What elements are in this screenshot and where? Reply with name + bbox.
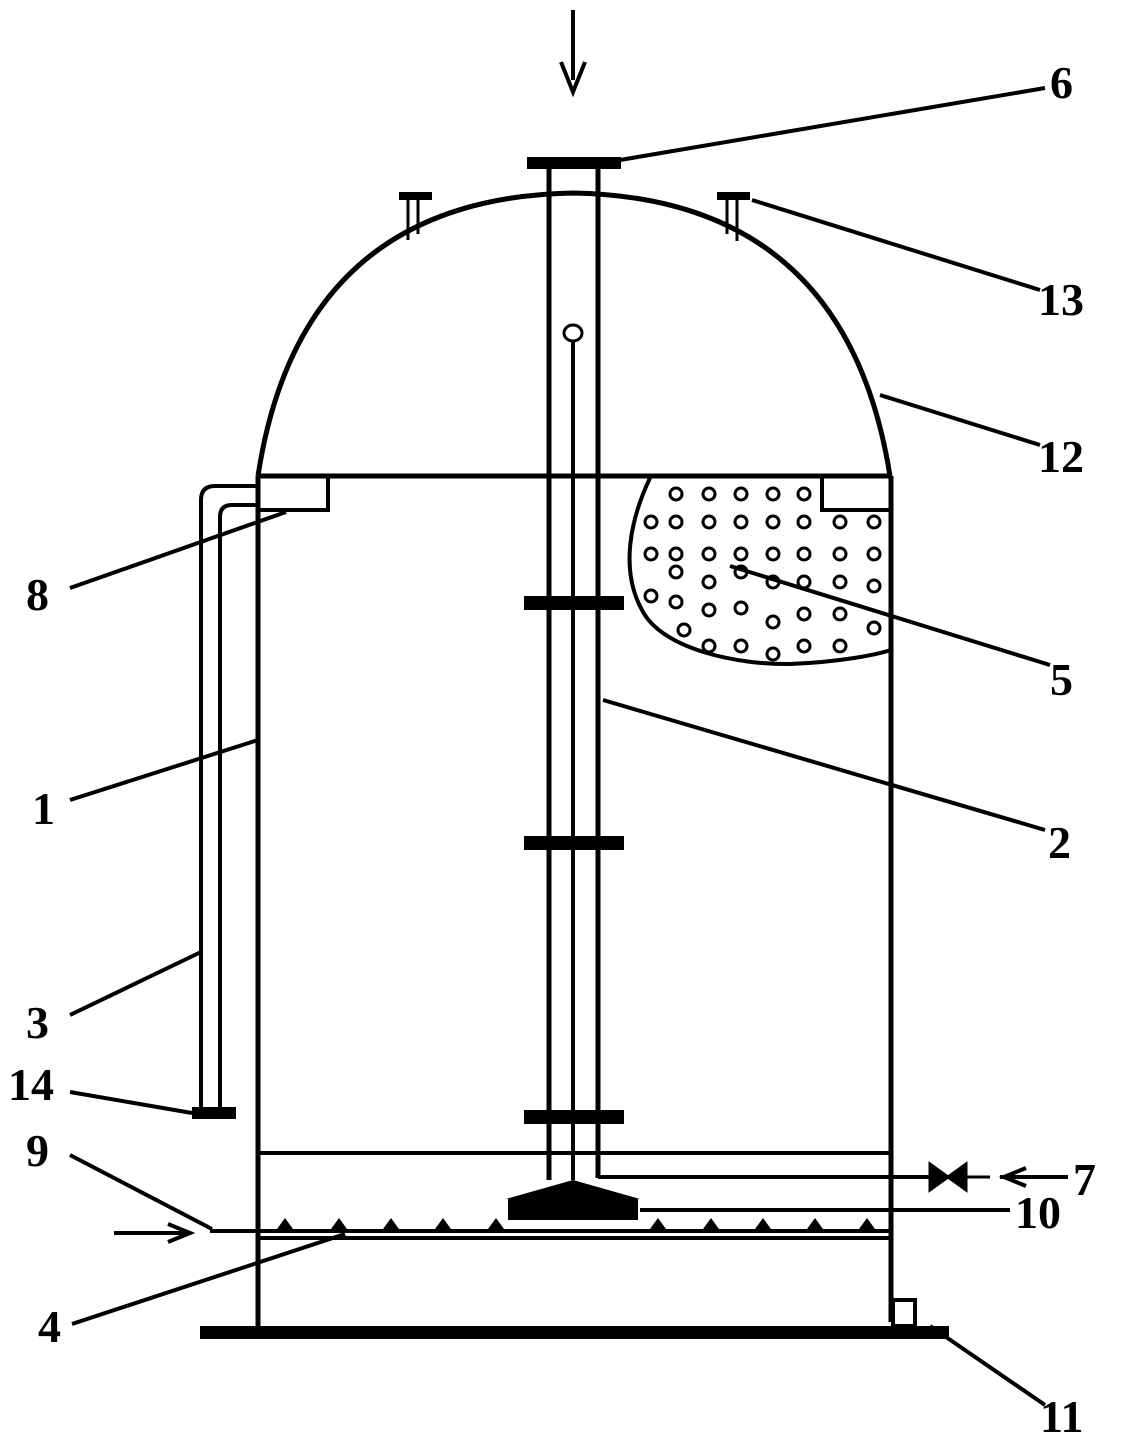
label-2: 2 [1048,817,1071,868]
label-12: 12 [1038,431,1084,482]
base-plate [200,1326,949,1339]
label-10: 10 [1015,1187,1061,1238]
inlet-flange [527,157,621,169]
label-8: 8 [26,569,49,620]
distributor [506,1180,640,1220]
label-11: 11 [1040,1391,1083,1442]
label-7: 7 [1073,1154,1096,1205]
bottom-chamber [258,1151,930,1240]
rod-spacers [524,596,624,1124]
drain-port [891,1298,917,1328]
air-inlet-arrow [114,1222,196,1244]
feed-valve [928,1161,990,1193]
label-5: 5 [1050,654,1073,705]
packing-zone [627,477,892,667]
label-6: 6 [1050,57,1073,108]
feed-arrow [998,1166,1068,1188]
diffuser-teeth [277,1218,875,1229]
label-9: 9 [26,1125,49,1176]
dome-head [255,190,893,477]
label-13: 13 [1038,274,1084,325]
packing-holes [643,486,882,662]
label-3: 3 [26,997,49,1048]
leader-lines [69,86,1051,1407]
label-1: 1 [32,783,55,834]
outlet-foot [192,1107,236,1119]
overflow-weir [258,478,891,512]
central-tube [546,168,601,1180]
top-inlet-arrow [559,10,587,98]
inner-rod [562,323,584,1180]
dome-nozzles [399,192,750,241]
label-14: 14 [8,1059,54,1110]
outlet-pipe [199,484,258,1108]
label-4: 4 [38,1301,61,1352]
